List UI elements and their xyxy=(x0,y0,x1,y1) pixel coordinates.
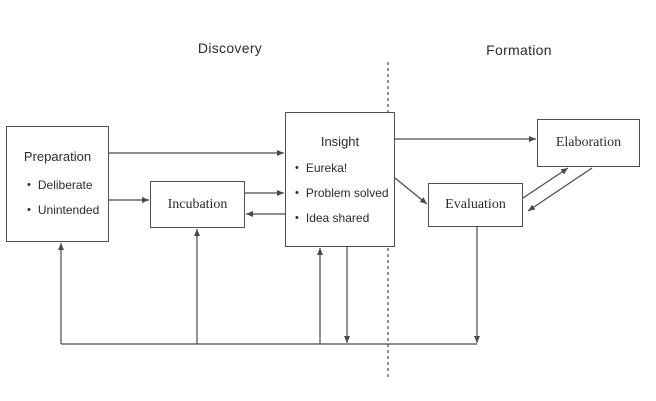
evaluation-title: Evaluation xyxy=(445,197,506,212)
elaboration-title: Elaboration xyxy=(555,135,622,150)
arrow-insight-to-evaluation xyxy=(394,177,428,205)
list-item: • Idea shared xyxy=(295,211,369,225)
insight-bullet-2: Problem solved xyxy=(305,186,389,200)
phase-label-formation: Formation xyxy=(486,42,552,58)
preparation-bullet-1: Deliberate xyxy=(37,178,93,192)
bullet-icon: • xyxy=(295,212,299,224)
insight-title: Insight xyxy=(320,134,360,149)
box-evaluation: Evaluation xyxy=(428,183,523,227)
insight-bullet-3: Idea shared xyxy=(305,211,370,225)
bullet-icon: • xyxy=(27,204,31,216)
phase-label-discovery: Discovery xyxy=(197,40,263,56)
bullet-icon: • xyxy=(295,162,299,174)
box-elaboration: Elaboration xyxy=(537,119,640,167)
box-preparation: Preparation • Deliberate • Unintended xyxy=(6,126,109,242)
bullet-icon: • xyxy=(27,179,31,191)
box-insight: Insight • Eureka! • Problem solved • Idea s… xyxy=(285,112,395,247)
incubation-title: Incubation xyxy=(167,196,228,212)
list-item: • Deliberate xyxy=(27,178,93,192)
bullet-icon: • xyxy=(295,187,299,199)
arrow-elaboration-to-evaluation xyxy=(527,167,593,212)
preparation-bullet-2: Unintended xyxy=(37,203,100,217)
list-item: • Problem solved xyxy=(295,186,389,200)
arrow-evaluation-to-elaboration xyxy=(522,167,569,199)
list-item: • Unintended xyxy=(27,203,99,217)
insight-bullet-1: Eureka! xyxy=(305,161,348,175)
box-incubation: Incubation xyxy=(150,181,245,228)
list-item: • Eureka! xyxy=(295,161,347,175)
preparation-title: Preparation xyxy=(23,149,92,164)
